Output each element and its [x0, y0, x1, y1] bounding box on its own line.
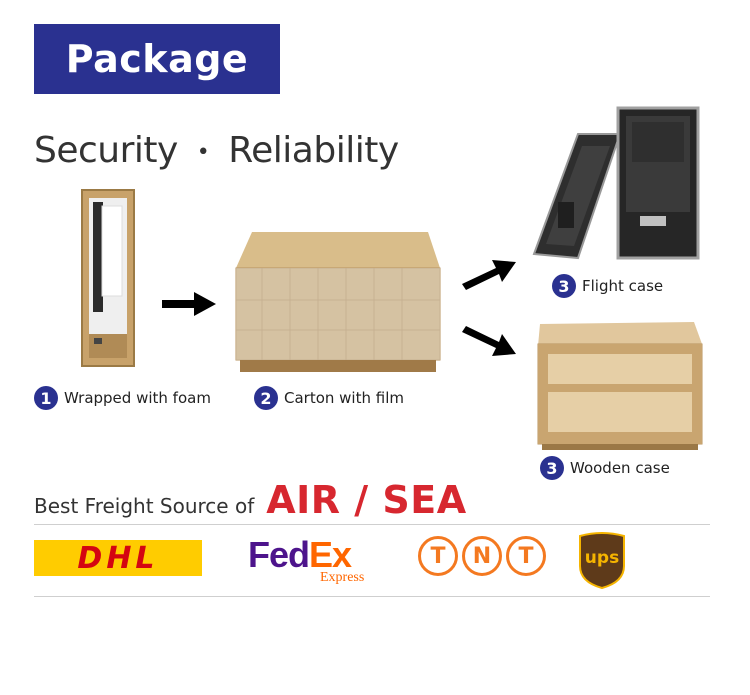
- tnt-logo: T N T: [418, 536, 546, 580]
- step-label-text: Carton with film: [284, 389, 404, 407]
- tnt-letter: N: [462, 536, 502, 576]
- step-number-badge: 3: [552, 274, 576, 298]
- tagline-reliability: Reliability: [228, 130, 399, 171]
- arrow-up-right-icon: [462, 260, 516, 290]
- tagline-security: Security: [34, 130, 178, 171]
- fedex-fed-text: Fed: [248, 534, 310, 575]
- photo-wooden-case: [537, 322, 703, 450]
- step-wooden-case: 3 Wooden case: [540, 456, 670, 480]
- tagline-dot: •: [196, 139, 210, 165]
- fedex-ex-text: Ex: [309, 534, 352, 575]
- ups-logo: ups: [578, 532, 626, 590]
- step-number-badge: 2: [254, 386, 278, 410]
- tnt-letter: T: [506, 536, 546, 576]
- arrow-right-icon: [162, 292, 216, 316]
- step-number-badge: 3: [540, 456, 564, 480]
- fedex-express-text: Express: [320, 570, 365, 585]
- step-carton-film: 2 Carton with film: [254, 386, 404, 410]
- photo-flight-case: [532, 106, 700, 260]
- freight-prefix: Best Freight Source of: [34, 494, 255, 518]
- dhl-logo-text: DHL: [77, 540, 159, 576]
- ups-shield-icon: [579, 532, 625, 590]
- page-title: Package: [65, 37, 249, 81]
- photo-wrapped-foam: [81, 189, 135, 367]
- dhl-logo: DHL: [34, 540, 202, 576]
- step-label-text: Wrapped with foam: [64, 389, 211, 407]
- step-label-text: Wooden case: [570, 459, 670, 477]
- freight-modes: AIR / SEA: [266, 478, 467, 522]
- divider-top: [34, 524, 710, 525]
- tnt-letter: T: [418, 536, 458, 576]
- step-flight-case: 3 Flight case: [552, 274, 663, 298]
- photo-carton-film: [235, 232, 441, 372]
- arrow-down-right-icon: [462, 326, 516, 356]
- step-label-text: Flight case: [582, 277, 664, 295]
- fedex-logo: FedEx Express: [248, 536, 384, 588]
- step-number-badge: 1: [34, 386, 58, 410]
- divider-bottom: [34, 596, 710, 597]
- ups-logo-text: ups: [584, 548, 620, 568]
- freight-heading: Best Freight Source of AIR / SEA: [34, 478, 467, 522]
- tagline: Security • Reliability: [34, 130, 399, 171]
- header-banner: Package: [34, 24, 280, 94]
- step-wrapped-foam: 1 Wrapped with foam: [34, 386, 211, 410]
